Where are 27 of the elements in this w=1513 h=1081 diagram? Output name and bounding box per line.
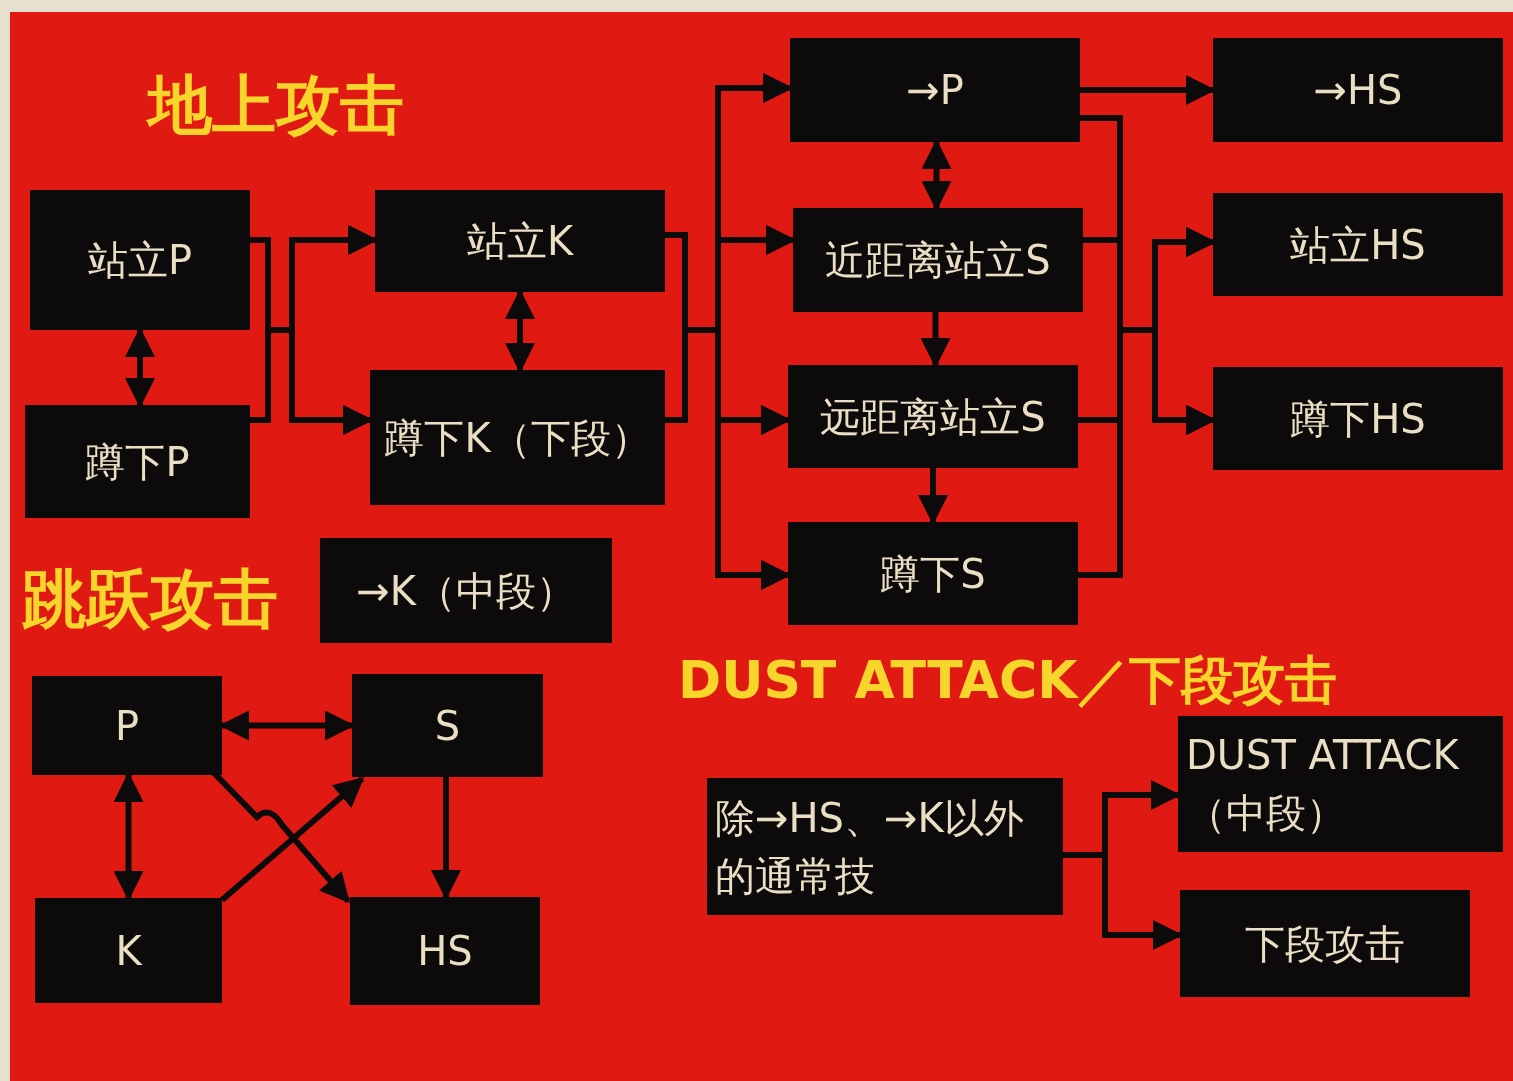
move-box: K xyxy=(35,898,222,1003)
section-heading: DUST ATTACK／下段攻击 xyxy=(678,649,1338,712)
move-box: 蹲下P xyxy=(25,405,250,518)
move-box: 站立HS xyxy=(1213,193,1503,296)
move-box: →HS xyxy=(1213,38,1503,142)
move-box: 蹲下HS xyxy=(1213,367,1503,470)
move-box: 下段攻击 xyxy=(1180,890,1470,997)
move-box: 站立P xyxy=(30,190,250,330)
move-box: 蹲下S xyxy=(788,522,1078,625)
section-heading: 地上攻击 xyxy=(148,67,404,144)
move-box: S xyxy=(352,674,543,777)
move-box: P xyxy=(32,676,222,775)
arrow xyxy=(220,776,365,903)
section-heading: 跳跃攻击 xyxy=(22,561,278,638)
move-box: →K（中段） xyxy=(320,538,612,643)
arrow xyxy=(918,468,948,525)
move-box: 近距离站立S xyxy=(793,208,1083,312)
move-box: →P xyxy=(790,38,1080,142)
move-box: HS xyxy=(350,897,540,1005)
arrow xyxy=(1063,852,1183,950)
move-box: 远距离站立S xyxy=(788,365,1078,468)
move-box: 除→HS、→K以外的通常技 xyxy=(707,778,1063,915)
move-box: 蹲下K（下段） xyxy=(370,370,665,505)
arrow xyxy=(920,312,951,368)
move-box: DUST ATTACK（中段） xyxy=(1178,716,1503,852)
move-box: 站立K xyxy=(375,190,665,292)
arrow xyxy=(431,777,461,900)
